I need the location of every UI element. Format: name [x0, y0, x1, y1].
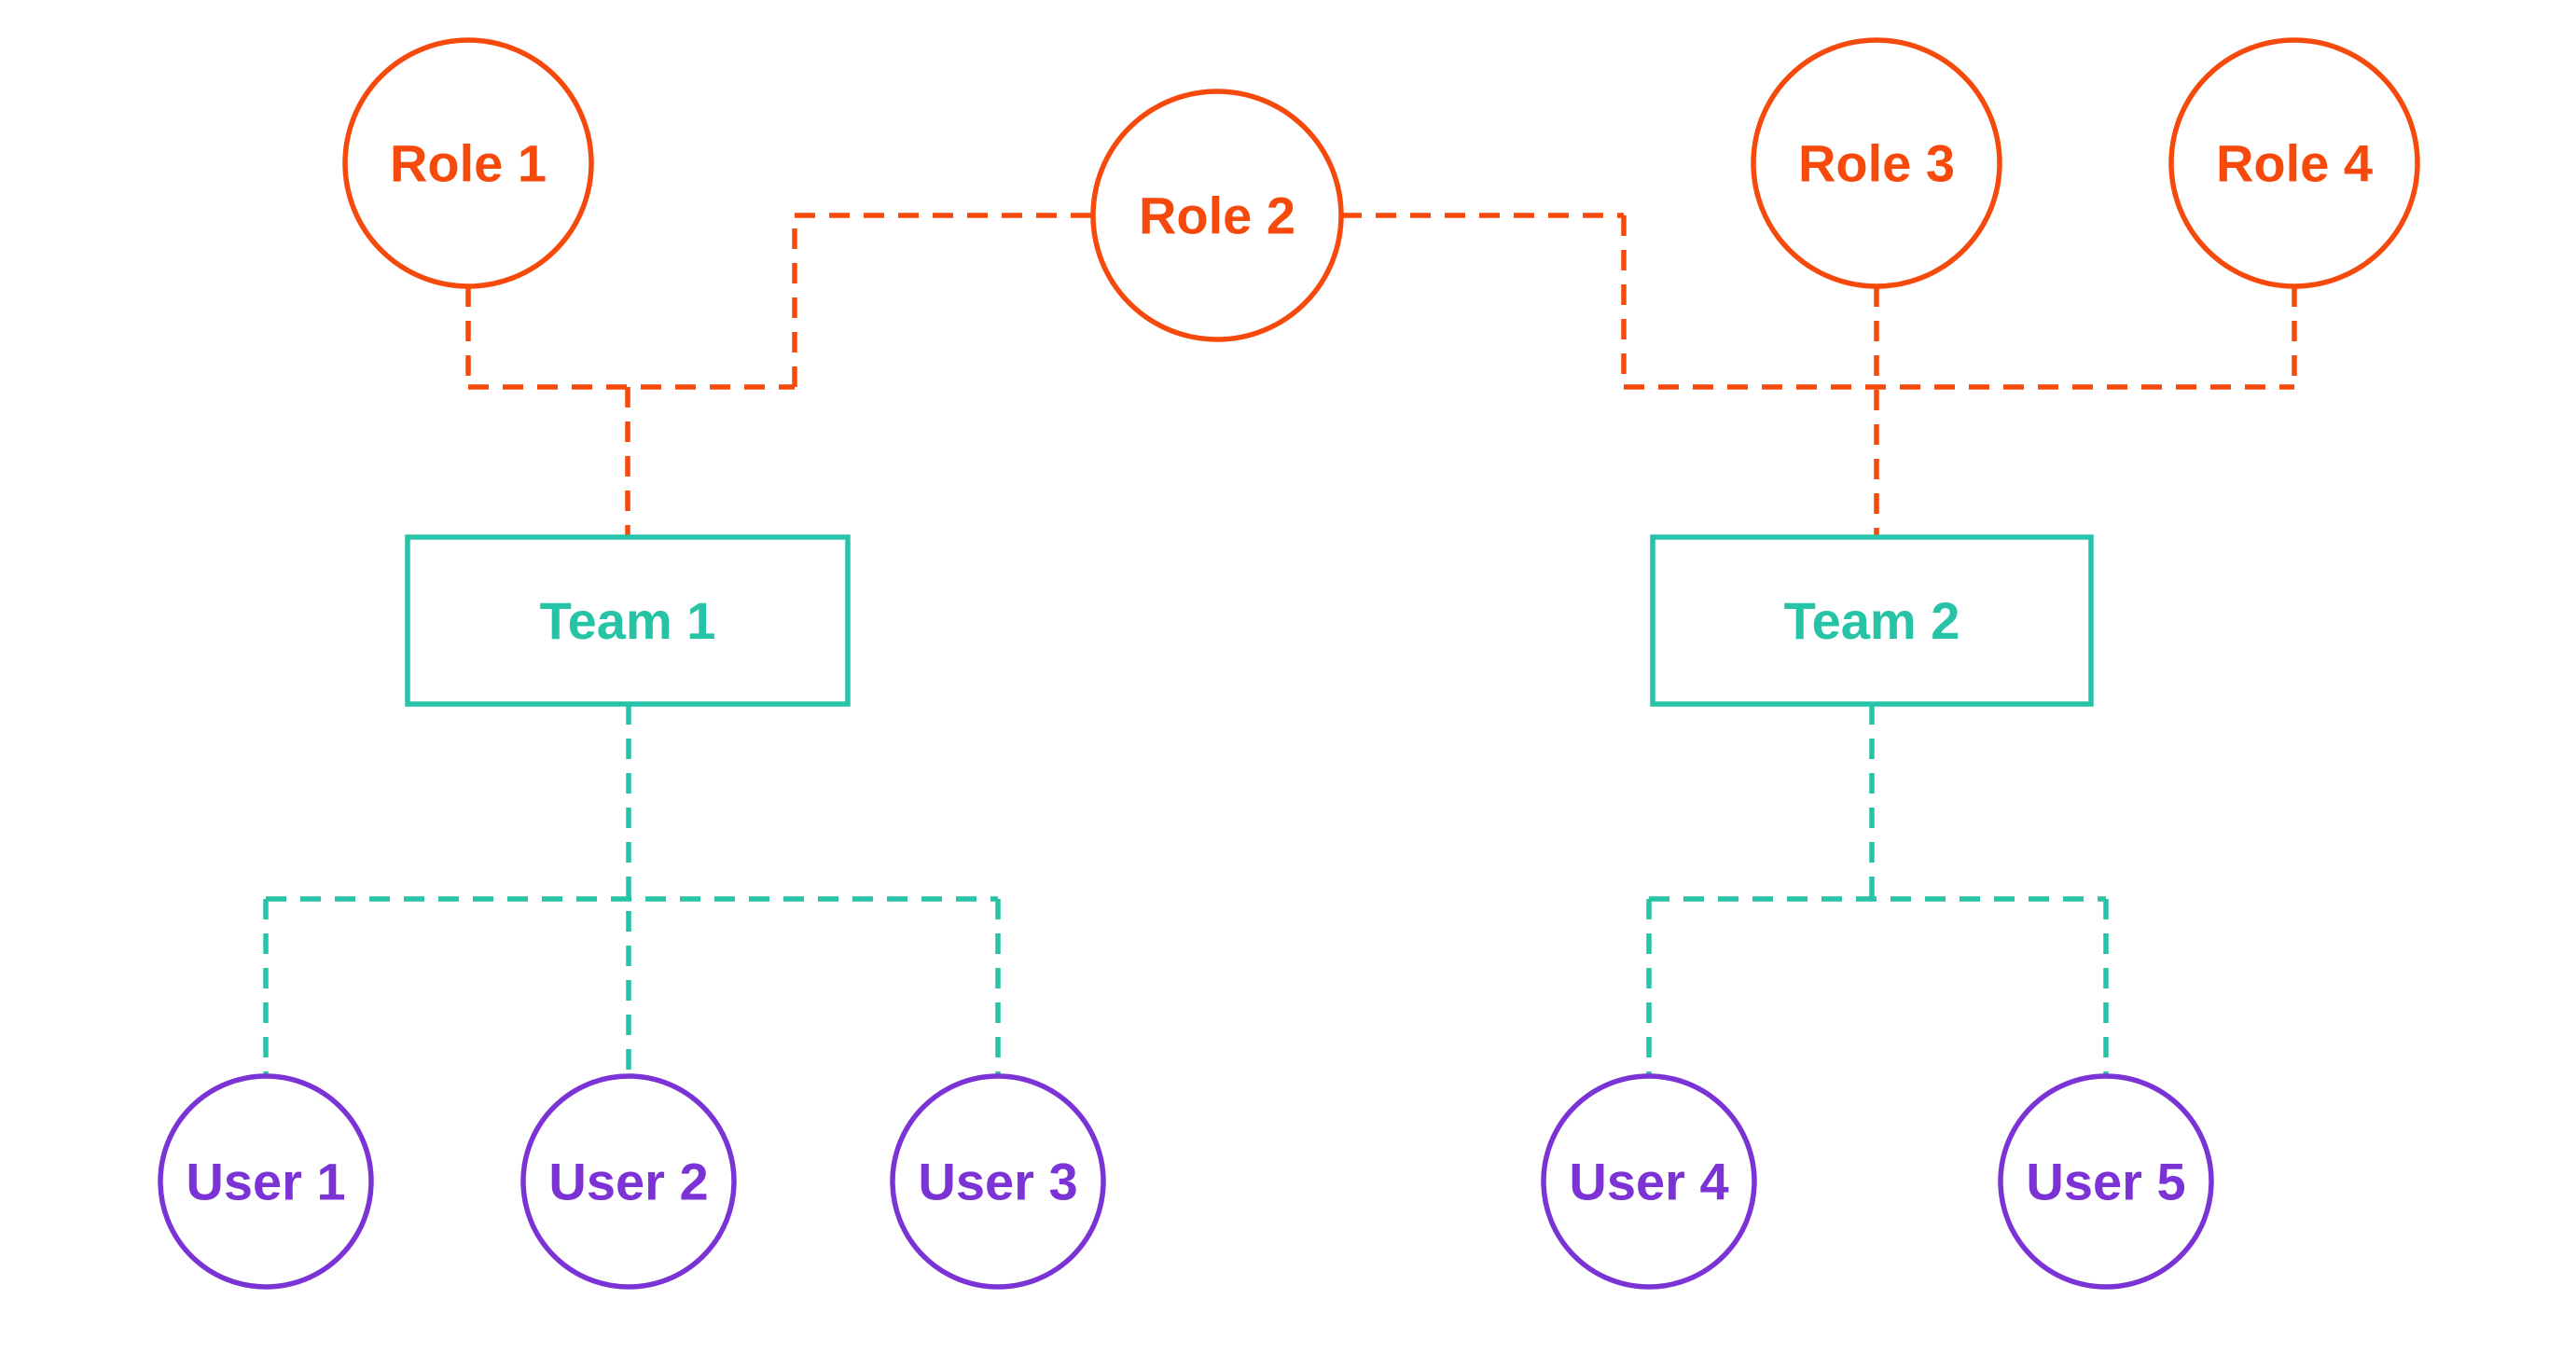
team-node: Team 1 [405, 534, 851, 707]
team-label: Team 1 [540, 591, 716, 650]
team-box [405, 534, 851, 707]
role-label: Role 3 [1798, 134, 1955, 193]
user-label: User 1 [186, 1153, 345, 1211]
role-label: Role 2 [1139, 187, 1295, 245]
role-label: Role 4 [2216, 134, 2373, 193]
user-label: User 4 [1569, 1153, 1728, 1211]
user-node: User 2 [520, 1073, 737, 1290]
user-node: User 4 [1541, 1073, 1757, 1290]
role-node: Role 1 [342, 37, 594, 289]
team-user-edges [263, 704, 2109, 1076]
user-circle [890, 1073, 1106, 1290]
role-node: Role 3 [1751, 37, 2002, 289]
user-nodes: User 1 User 2 User 3 User 4 User 5 [158, 1073, 2214, 1290]
role-node: Role 4 [2168, 37, 2420, 289]
user-node: User 1 [158, 1073, 374, 1290]
user-circle [520, 1073, 737, 1290]
team-node: Team 2 [1650, 534, 2094, 707]
role-label: Role 1 [390, 134, 547, 193]
role-circle [342, 37, 594, 289]
user-circle [1998, 1073, 2214, 1290]
team-box [1650, 534, 2094, 707]
user-label: User 3 [918, 1153, 1077, 1211]
user-circle [1541, 1073, 1757, 1290]
role-circle [2168, 37, 2420, 289]
team-label: Team 2 [1784, 591, 1960, 650]
role-circle [1751, 37, 2002, 289]
user-node: User 3 [890, 1073, 1106, 1290]
user-label: User 2 [548, 1153, 708, 1211]
role-nodes: Role 1 Role 2 Role 3 Role 4 [342, 37, 2420, 342]
team-nodes: Team 1 Team 2 [405, 534, 2094, 707]
role-circle [1090, 89, 1344, 342]
role-node: Role 2 [1090, 89, 1344, 342]
user-circle [158, 1073, 374, 1290]
user-label: User 5 [2026, 1153, 2185, 1211]
user-node: User 5 [1998, 1073, 2214, 1290]
role-team-edges [465, 213, 2297, 537]
